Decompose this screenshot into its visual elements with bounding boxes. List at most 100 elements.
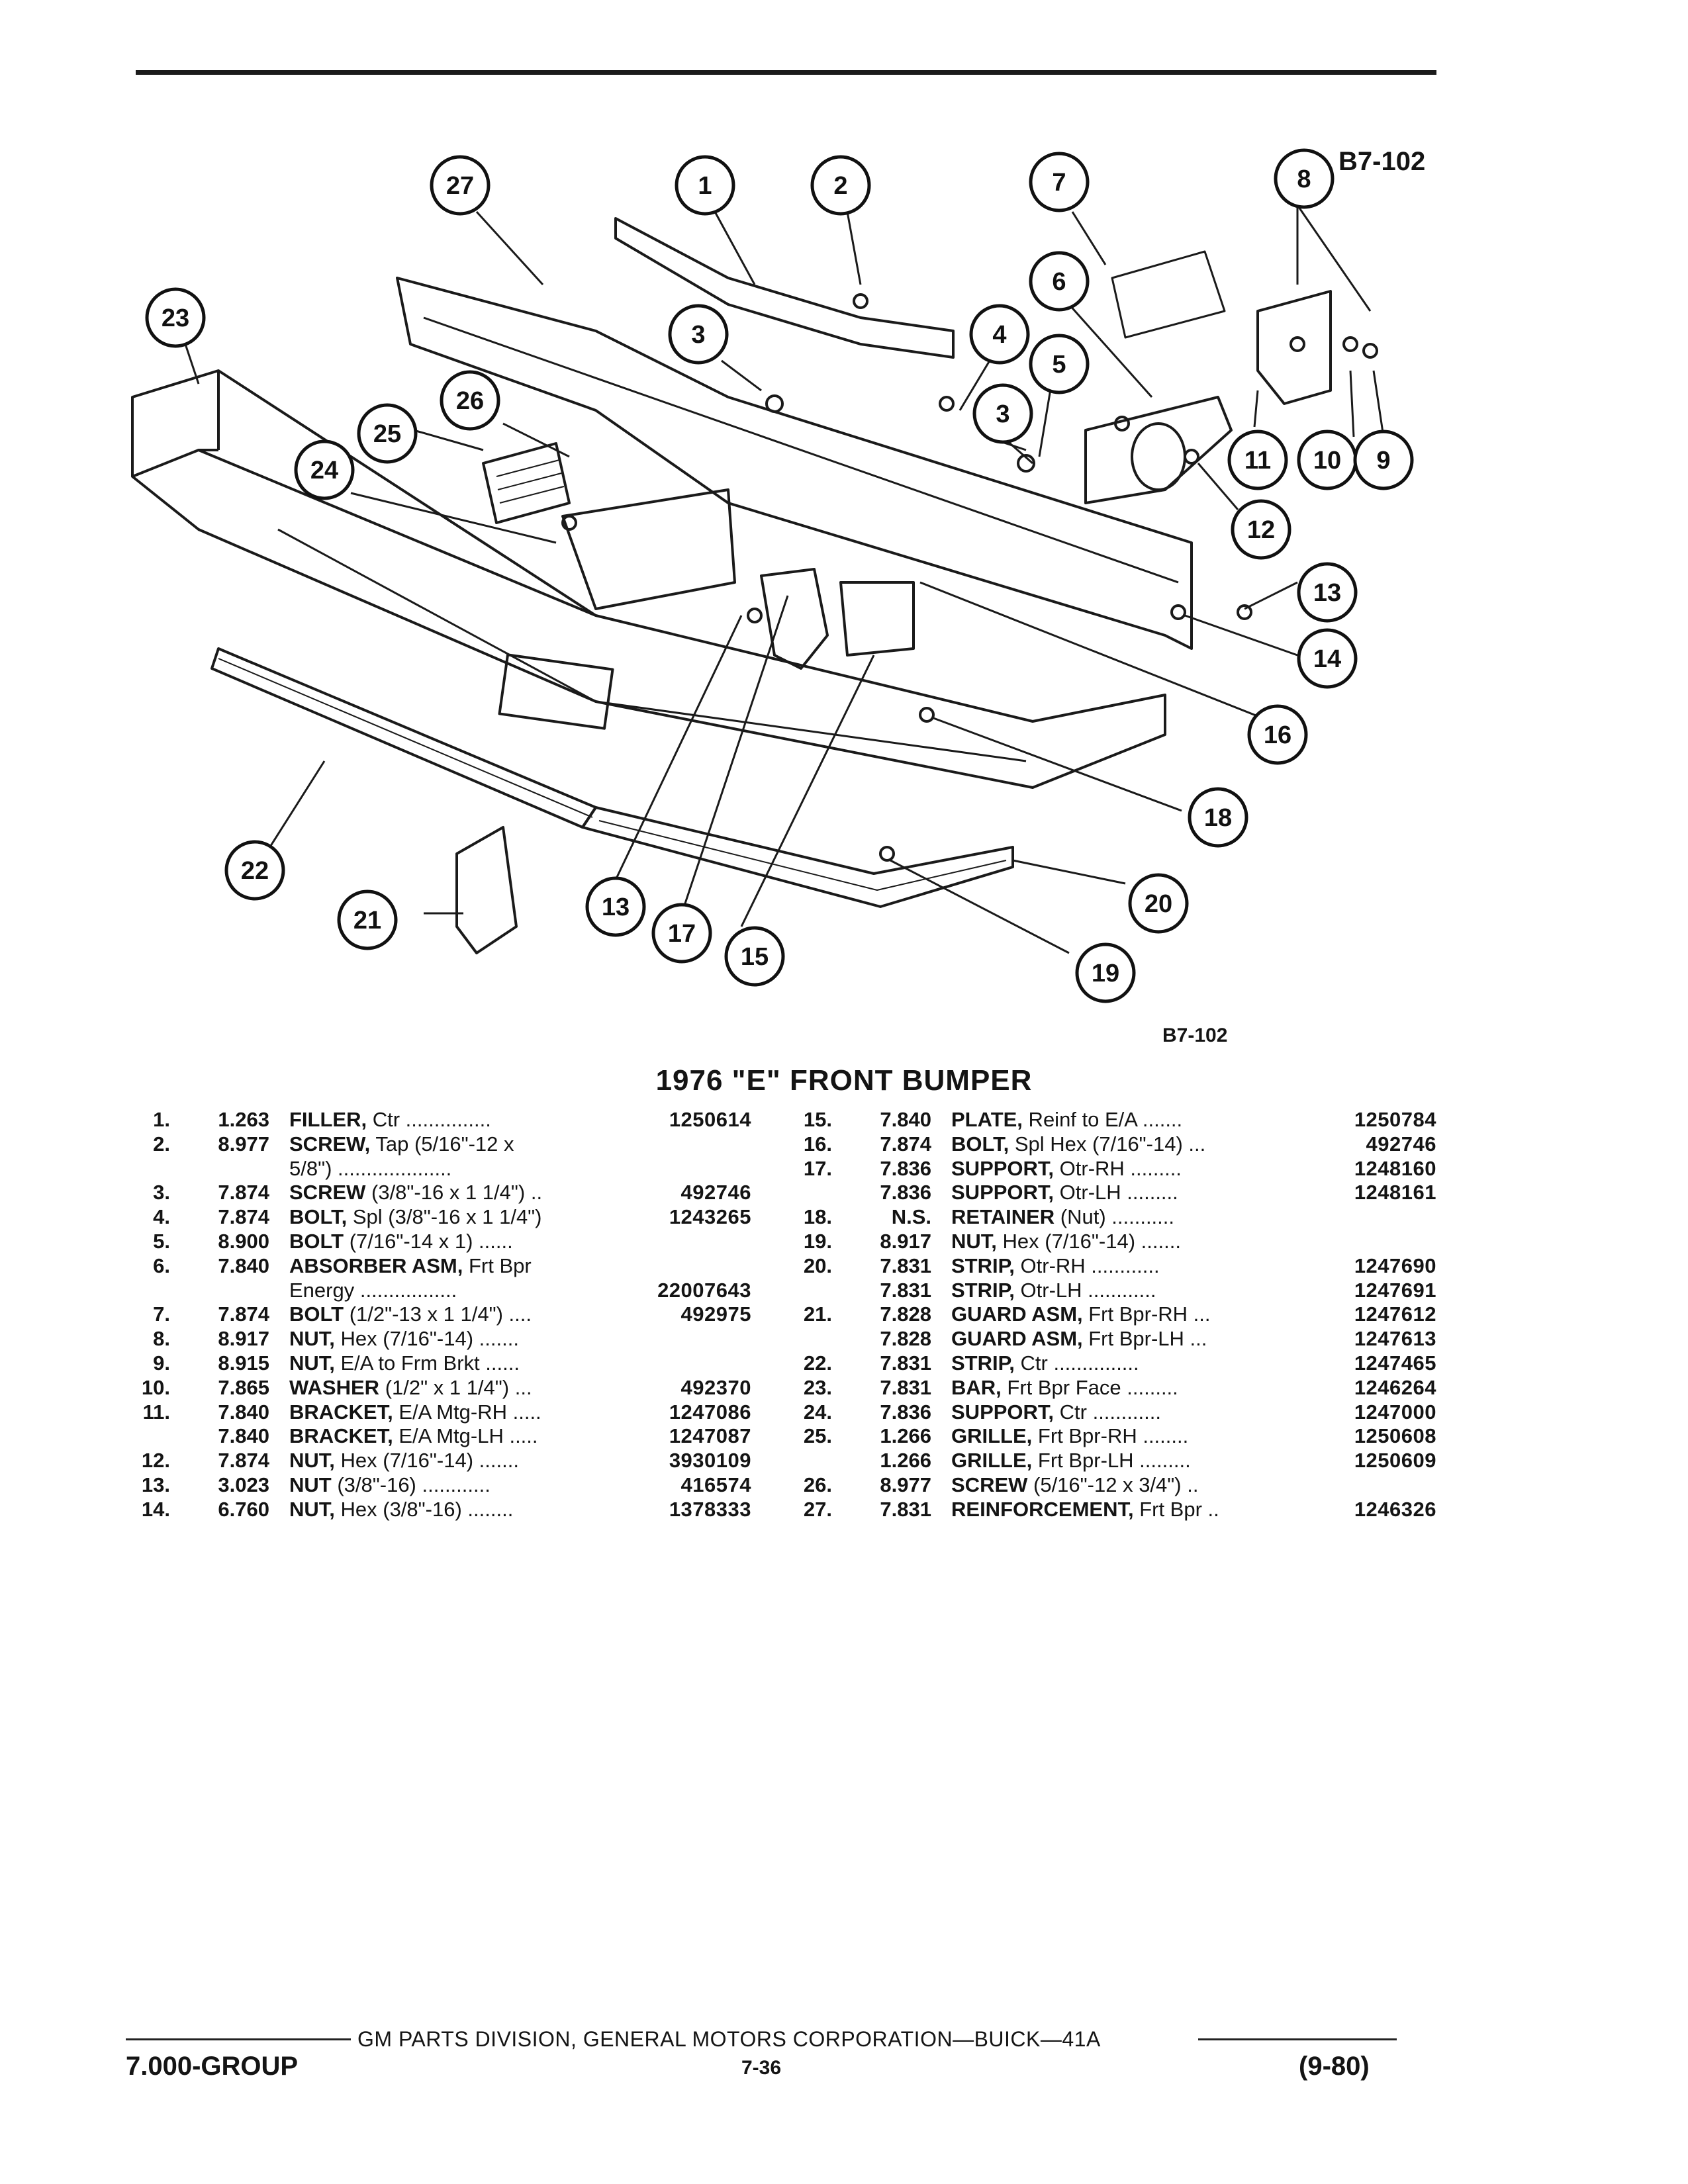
group-number: 8.915 (218, 1351, 269, 1375)
part-name: RETAINER (951, 1205, 1055, 1229)
group-number: 7.828 (880, 1327, 931, 1351)
callout-26: 26 (440, 370, 500, 431)
callout-21: 21 (337, 889, 398, 950)
callout-24: 24 (294, 439, 355, 500)
item-number: 16. (803, 1132, 832, 1156)
svg-text:12: 12 (1247, 516, 1275, 544)
callout-8: 8 (1274, 148, 1335, 209)
part-number: 1247691 (1354, 1278, 1436, 1302)
part-number: 1250614 (669, 1108, 751, 1131)
part-name: REINFORCEMENT, (951, 1497, 1134, 1521)
item-number: 12. (141, 1449, 170, 1473)
item-number: 22. (803, 1351, 832, 1375)
part-spec: (1/2" x 1 1/4") ... (379, 1375, 532, 1399)
part-number: 416574 (680, 1473, 751, 1496)
callout-23: 23 (145, 287, 206, 348)
part-description: REINFORCEMENT, Frt Bpr .. (951, 1498, 1219, 1522)
part-description: NUT, Hex (7/16"-14) ....... (289, 1449, 519, 1473)
part-description: Energy ................. (289, 1279, 457, 1303)
item-number: 23. (803, 1375, 832, 1399)
part-description: BOLT, Spl (3/8"-16 x 1 1/4") (289, 1205, 542, 1230)
svg-text:8: 8 (1297, 165, 1311, 193)
part-number: 492746 (680, 1181, 751, 1205)
part-number: 1378333 (669, 1497, 751, 1521)
part-description: 5/8") .................... (289, 1157, 451, 1181)
group-number: 8.977 (880, 1473, 931, 1496)
part-name: SUPPORT, (951, 1156, 1055, 1180)
outer-strip (581, 806, 1014, 908)
callout-15: 15 (724, 926, 785, 987)
part-spec: Frt Bpr-LH ... (1082, 1327, 1207, 1351)
part-number: 3930109 (669, 1449, 751, 1473)
diagram-ref-bottom: B7-102 (1162, 1024, 1228, 1046)
part-description: GRILLE, Frt Bpr-LH ......... (951, 1449, 1191, 1473)
part-spec: Reinf to E/A ....... (1022, 1108, 1183, 1131)
absorber-bracket (1256, 290, 1332, 405)
part-description: NUT, Hex (7/16"-14) ....... (289, 1327, 519, 1351)
parts-row: 6. 7.840 ABSORBER ASM, Frt Bpr (129, 1254, 751, 1279)
part-spec: Frt Bpr Face ......... (1001, 1375, 1178, 1399)
part-name: BRACKET, (289, 1424, 393, 1448)
exploded-bumper-diagram: 27 1 2 7 8 23 6 3 4 5 26 3 25 11 10 9 24… (131, 148, 1414, 1003)
svg-text:5: 5 (1052, 351, 1066, 379)
svg-text:19: 19 (1092, 960, 1119, 987)
part-number: 1250784 (1354, 1108, 1436, 1131)
part-spec: Frt Bpr-RH ... (1082, 1302, 1211, 1326)
group-number: 7.831 (880, 1253, 931, 1277)
part-spec: Frt Bpr-RH ........ (1032, 1424, 1189, 1448)
part-name: PLATE, (951, 1108, 1023, 1131)
part-spec: Energy ................. (289, 1278, 457, 1302)
parts-row: 18.N.S.RETAINER (Nut) ........... (791, 1205, 1436, 1230)
part-name: WASHER (289, 1375, 380, 1399)
item-number: 7. (153, 1302, 170, 1326)
group-number: N.S. (891, 1205, 931, 1229)
part-description: ABSORBER ASM, Frt Bpr (289, 1254, 532, 1279)
callout-3b: 3 (972, 383, 1033, 444)
part-description: NUT (3/8"-16) ............ (289, 1473, 491, 1498)
bumper-guard (455, 826, 518, 954)
item-number: 6. (153, 1253, 170, 1277)
group-number: 3.023 (218, 1473, 269, 1496)
part-name: SUPPORT, (951, 1400, 1055, 1424)
item-number: 18. (803, 1205, 832, 1229)
part-spec: Otr-LH ............ (1014, 1278, 1156, 1302)
item-number: 5. (153, 1229, 170, 1253)
part-number: 492370 (680, 1375, 751, 1399)
center-filler (614, 217, 955, 359)
group-number: 7.840 (218, 1253, 269, 1277)
part-name: SCREW (951, 1473, 1028, 1496)
center-support (561, 488, 736, 610)
item-number: 25. (803, 1424, 832, 1448)
part-description: BOLT, Spl Hex (7/16"-14) ... (951, 1132, 1205, 1157)
item-number: 9. (153, 1351, 170, 1375)
svg-text:20: 20 (1145, 890, 1172, 918)
part-spec: (3/8"-16 x 1 1/4") .. (365, 1181, 543, 1205)
item-number: 24. (803, 1400, 832, 1424)
part-name: GRILLE, (951, 1449, 1033, 1473)
svg-text:17: 17 (668, 920, 696, 948)
part-description: GUARD ASM, Frt Bpr-LH ... (951, 1327, 1207, 1351)
part-spec: (7/16"-14 x 1) ...... (344, 1229, 513, 1253)
part-number: 1246326 (1354, 1497, 1436, 1521)
group-number: 7.836 (880, 1156, 931, 1180)
part-name: NUT, (289, 1351, 335, 1375)
part-name: STRIP, (951, 1253, 1015, 1277)
group-number: 7.874 (880, 1132, 931, 1156)
part-name: GUARD ASM, (951, 1327, 1083, 1351)
part-number: 22007643 (657, 1278, 751, 1302)
part-description: STRIP, Otr-RH ............ (951, 1254, 1160, 1279)
part-description: SCREW (5/16"-12 x 3/4") .. (951, 1473, 1198, 1498)
svg-text:13: 13 (602, 893, 630, 921)
callout-18: 18 (1188, 787, 1248, 848)
svg-text:23: 23 (162, 304, 189, 332)
